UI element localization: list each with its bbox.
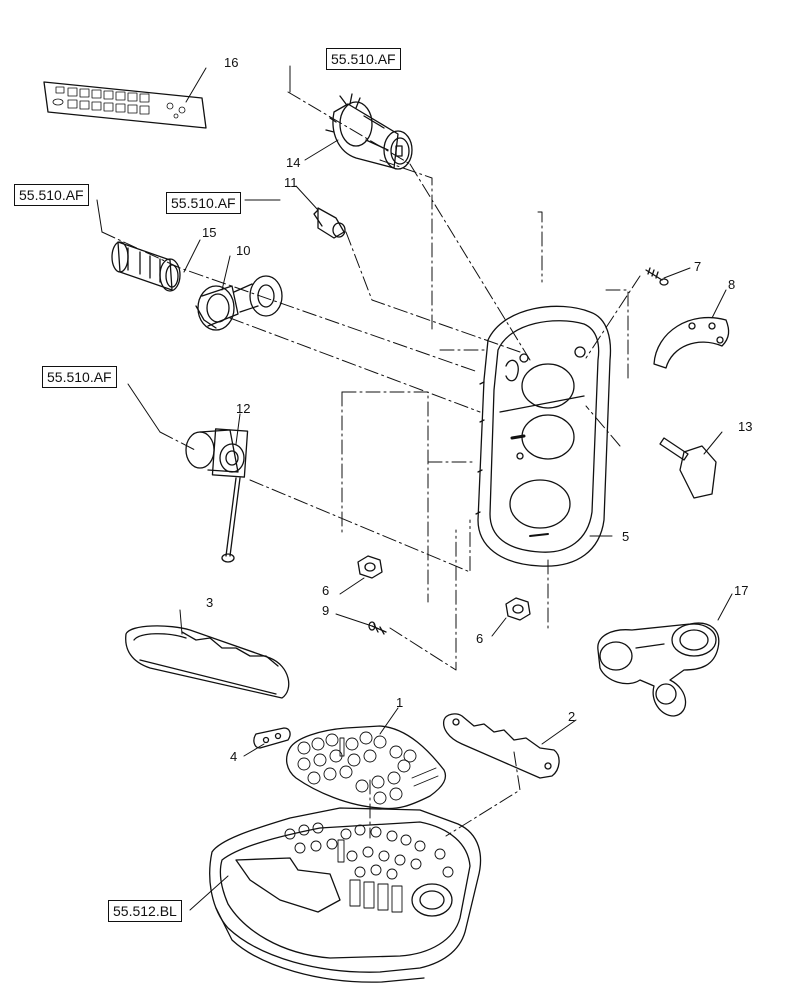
callout-11: 11: [284, 175, 298, 190]
callout-12: 12: [236, 401, 251, 416]
callout-6-lower: 6: [476, 631, 484, 646]
part-3-armrest-cover: [125, 625, 290, 699]
part-4-small-bracket: [253, 727, 291, 749]
reference-box-ignition[interactable]: 55.510.AF: [326, 48, 401, 70]
callout-10: 10: [236, 243, 251, 258]
part-6-nut-lower: [505, 597, 531, 621]
callout-4: 4: [230, 749, 238, 764]
callout-13: 13: [738, 419, 753, 434]
reference-box-power-port[interactable]: 55.510.AF: [42, 366, 117, 388]
part-11-bulb: [313, 207, 346, 239]
callout-14: 14: [286, 155, 301, 170]
callout-15: 15: [202, 225, 217, 240]
part-14-ignition-switch: [325, 93, 413, 170]
callout-9: 9: [322, 603, 330, 618]
callout-17: 17: [734, 583, 749, 598]
part-9-screw: [368, 621, 387, 635]
callout-16: 16: [224, 55, 239, 70]
part-5-control-panel: [475, 305, 612, 567]
callout-2: 2: [568, 709, 576, 724]
part-16-decal: [43, 81, 207, 129]
callout-8: 8: [728, 277, 736, 292]
part-1-membrane-keypad: [285, 725, 447, 810]
part-8-arc-bracket: [653, 316, 730, 369]
callout-6-upper: 6: [322, 583, 330, 598]
part-6-nut-upper: [357, 555, 383, 579]
console-base: [209, 807, 482, 983]
part-13-key: [659, 437, 717, 499]
callout-3: 3: [206, 595, 214, 610]
callout-7: 7: [694, 259, 702, 274]
reference-box-bulb[interactable]: 55.510.AF: [166, 192, 241, 214]
callout-1: 1: [396, 695, 404, 710]
part-17-controller: [597, 622, 720, 717]
reference-box-console[interactable]: 55.512.BL: [108, 900, 182, 922]
part-12-power-port: [185, 428, 249, 563]
assembly-lines: [101, 91, 641, 839]
part-10-socket: [195, 275, 283, 331]
part-7-screw: [645, 267, 669, 286]
leader-lines: [96, 65, 733, 911]
part-15-lighter: [111, 241, 181, 292]
reference-box-lighter[interactable]: 55.510.AF: [14, 184, 89, 206]
part-2-plate: [442, 713, 560, 779]
callout-5: 5: [622, 529, 630, 544]
